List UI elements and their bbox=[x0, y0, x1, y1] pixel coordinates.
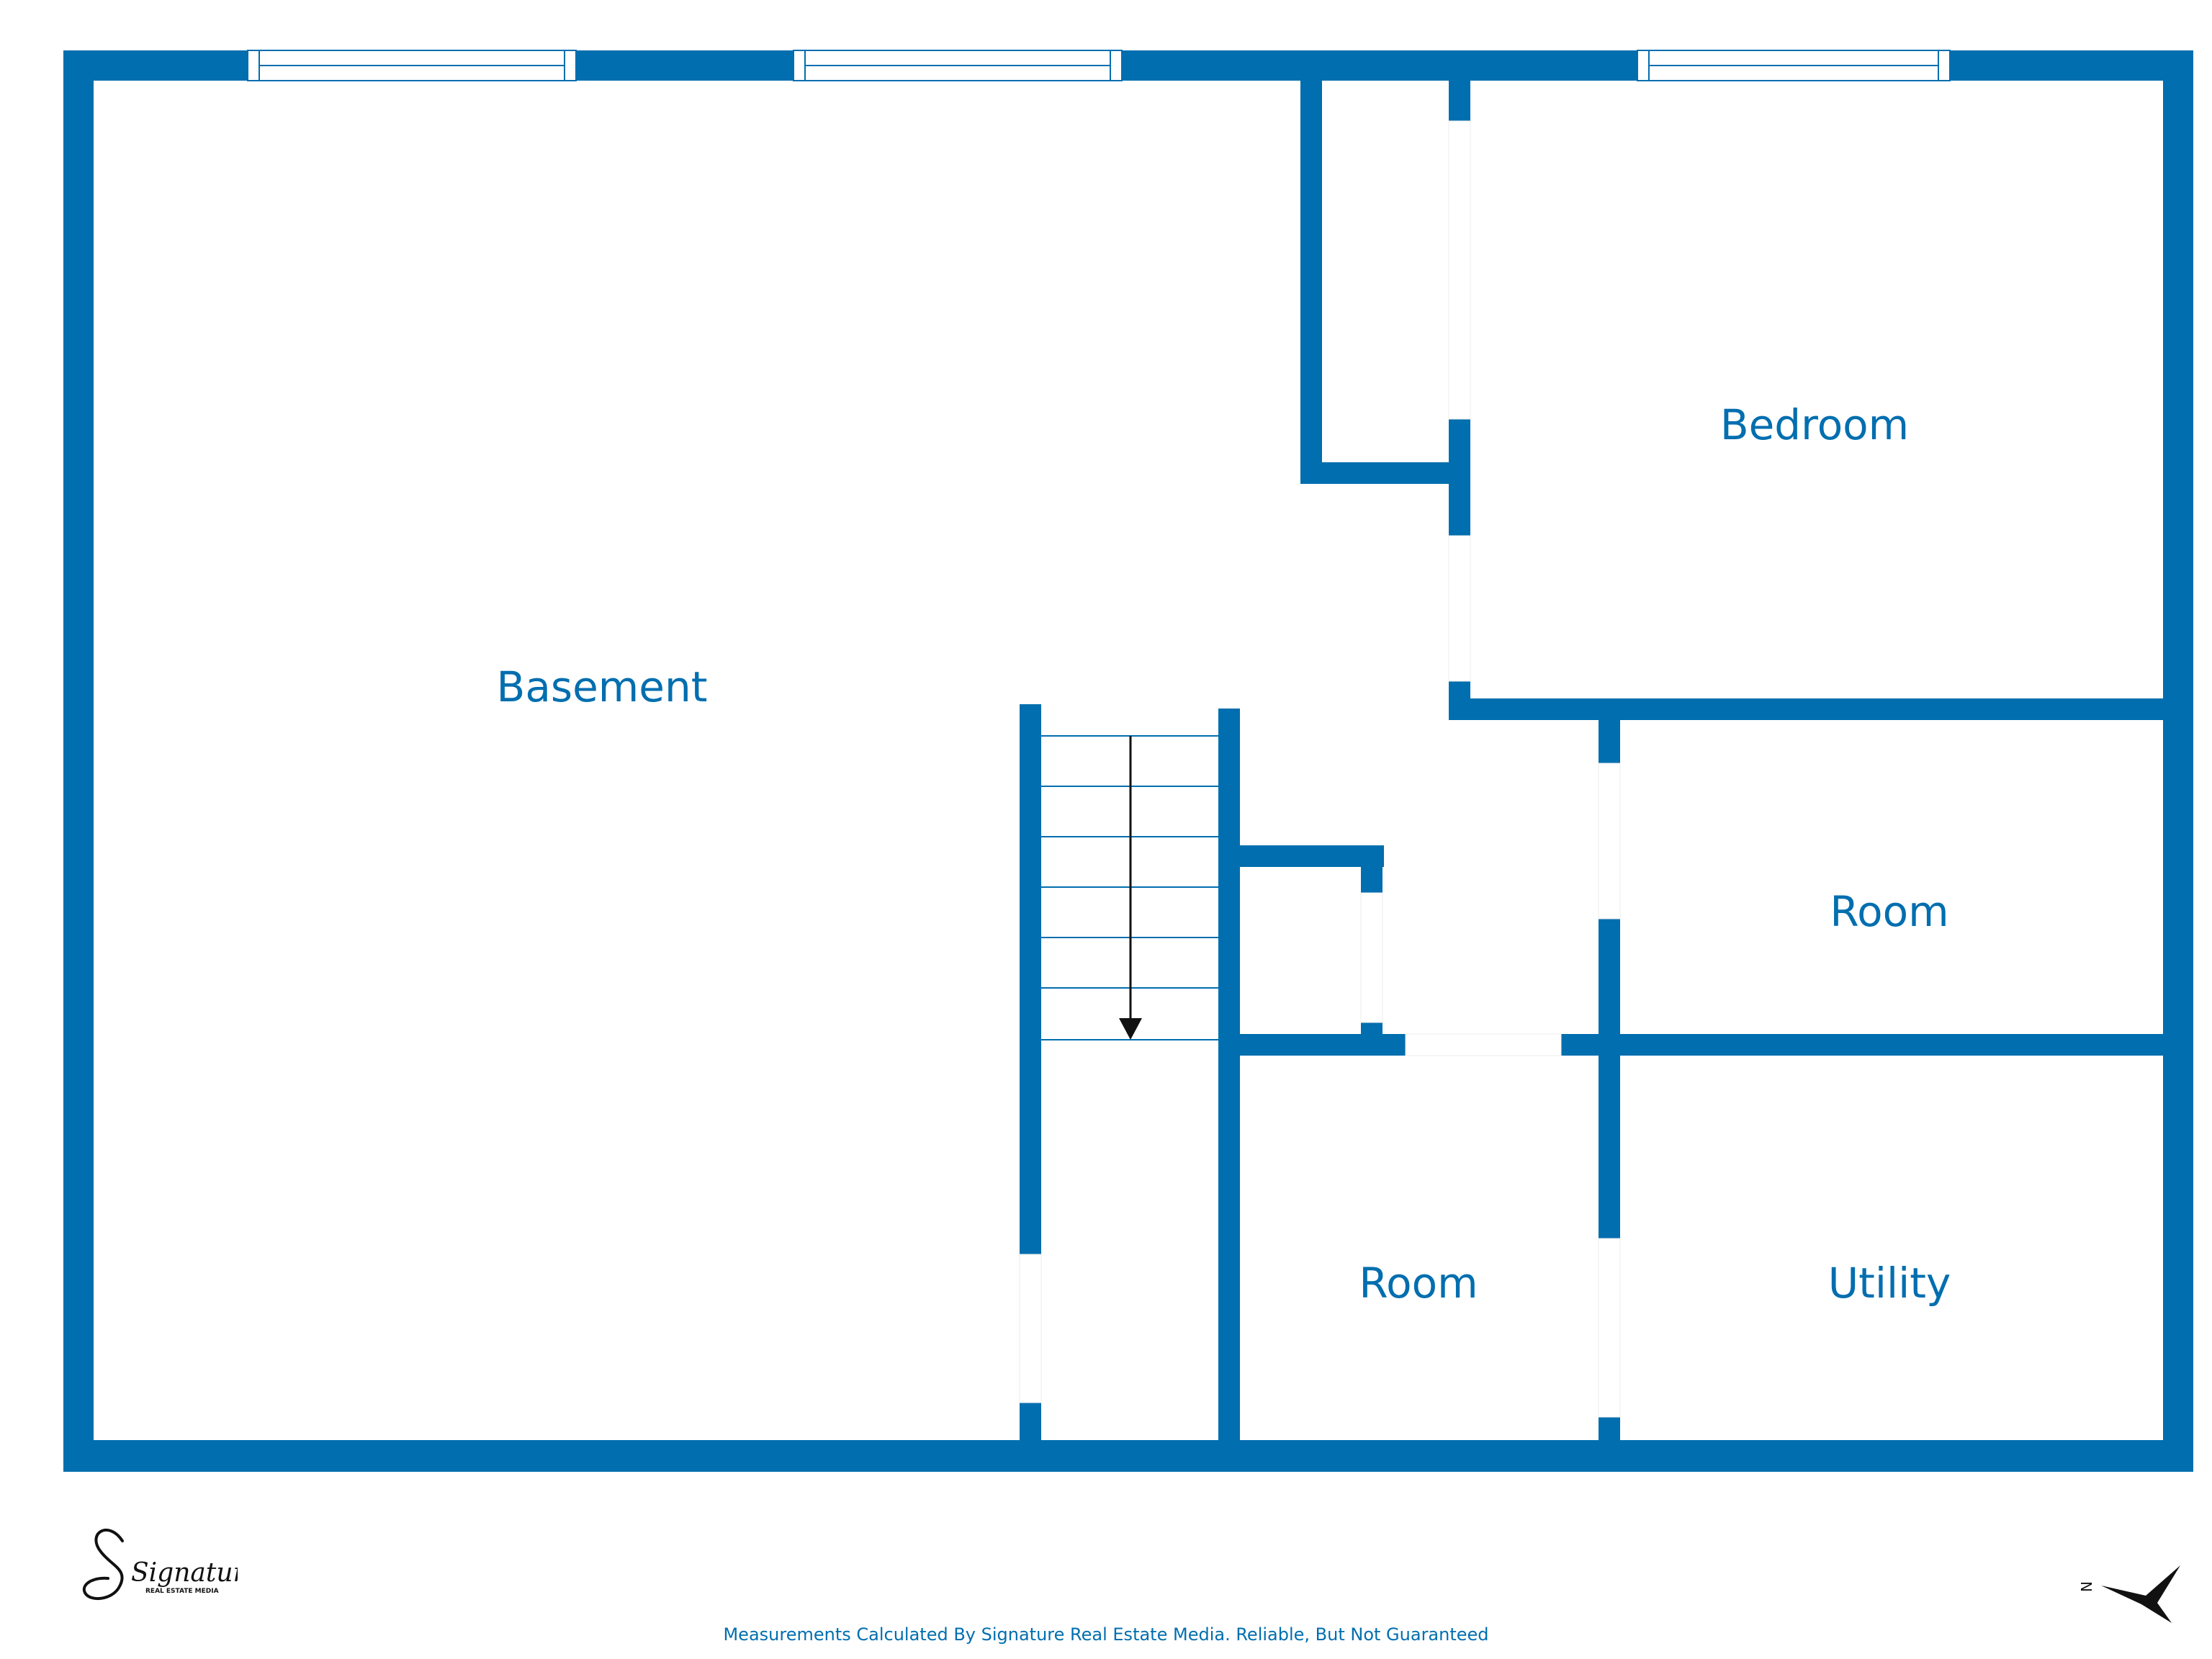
doorway-stair-bottom bbox=[1019, 1254, 1042, 1403]
small-closet-wall-right-a bbox=[1361, 845, 1382, 893]
stair-wall-right bbox=[1218, 709, 1240, 1472]
logo-tagline: REAL ESTATE MEDIA bbox=[145, 1588, 219, 1595]
room-label-basement: Basement bbox=[497, 662, 708, 711]
hall-right-wall-b bbox=[1599, 919, 1620, 1238]
doorway-bedroom-lower bbox=[1448, 535, 1471, 682]
north-arrow-icon bbox=[2101, 1565, 2180, 1623]
small-closet-wall-right-b bbox=[1361, 1022, 1382, 1056]
walls bbox=[63, 50, 2193, 1472]
small-closet-wall-top bbox=[1218, 845, 1384, 867]
stair-wall-left-a bbox=[1020, 704, 1041, 1254]
windows bbox=[247, 50, 1951, 81]
room-label-bedroom: Bedroom bbox=[1720, 400, 1909, 449]
bedroom-wall-left-a bbox=[1449, 69, 1470, 121]
window-2 bbox=[793, 50, 1123, 81]
logo-brand: Signature bbox=[131, 1558, 238, 1588]
window-3 bbox=[1637, 50, 1951, 81]
exterior-wall-bottom bbox=[63, 1440, 2193, 1472]
room-utility-wall bbox=[1561, 1034, 2193, 1056]
doorway-bedroom-upper bbox=[1448, 120, 1471, 420]
compass-label: N bbox=[2077, 1581, 2095, 1592]
stair-wall-left-b bbox=[1020, 1403, 1041, 1472]
closet-wall-horizontal bbox=[1300, 462, 1459, 484]
room-label-room-lower: Room bbox=[1359, 1259, 1478, 1308]
doorway-utility bbox=[1598, 1238, 1621, 1418]
window-1 bbox=[247, 50, 577, 81]
room-label-room-upper: Room bbox=[1830, 887, 1948, 936]
hall-right-wall-a bbox=[1599, 698, 1620, 763]
doorway-small-closet bbox=[1360, 892, 1383, 1023]
doorway-room-upper bbox=[1598, 763, 1621, 920]
signature-logo: Signature REAL ESTATE MEDIA bbox=[82, 1528, 238, 1601]
footer-disclaimer: Measurements Calculated By Signature Rea… bbox=[723, 1624, 1489, 1645]
bedroom-wall-left-b bbox=[1449, 419, 1470, 536]
logo-swash-icon bbox=[82, 1528, 124, 1601]
exterior-wall-right bbox=[2163, 50, 2193, 1472]
hall-right-wall-c bbox=[1599, 1417, 1620, 1472]
doorways bbox=[1019, 120, 1621, 1418]
bedroom-wall-bottom bbox=[1449, 698, 2193, 720]
room-label-utility: Utility bbox=[1828, 1259, 1951, 1308]
compass: N bbox=[2077, 1565, 2180, 1623]
exterior-wall-left bbox=[63, 50, 94, 1472]
staircase bbox=[1041, 735, 1218, 1040]
stair-down-arrow-icon bbox=[1119, 1018, 1142, 1040]
closet-wall-vertical bbox=[1300, 69, 1322, 484]
doorway-lower-room bbox=[1405, 1033, 1562, 1056]
